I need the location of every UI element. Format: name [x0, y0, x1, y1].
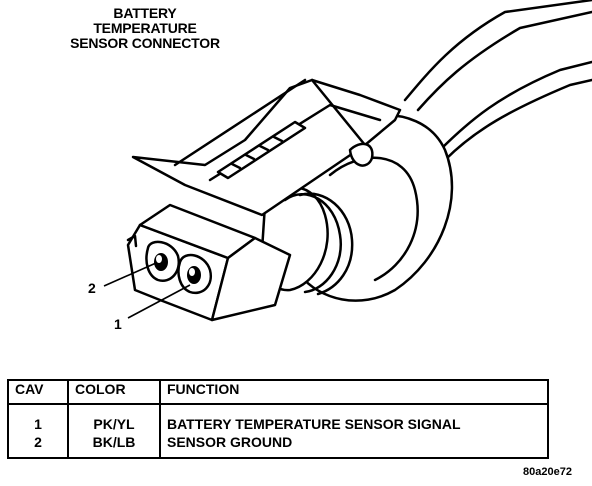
wire-1 — [403, 0, 592, 102]
leader-line-1 — [127, 284, 191, 319]
cavity-2-outline — [145, 240, 181, 283]
wire-2 — [416, 10, 592, 112]
figure-id: 80a20e72 — [523, 466, 572, 478]
color-1: PK/YL — [93, 416, 135, 432]
header-cav: CAV — [7, 379, 69, 405]
latch-slot — [216, 120, 307, 180]
leader-line-2 — [103, 262, 157, 287]
cavity-1-outline — [177, 253, 213, 295]
header-function: FUNCTION — [159, 379, 549, 405]
diagram-title: BATTERY TEMPERATURE SENSOR CONNECTOR — [20, 6, 270, 51]
wire-4 — [443, 78, 592, 162]
function-2: SENSOR GROUND — [167, 434, 293, 450]
header-color: COLOR — [67, 379, 161, 405]
wire-3 — [438, 60, 592, 152]
function-1: BATTERY TEMPERATURE SENSOR SIGNAL — [167, 416, 461, 432]
cav-1: 1 — [34, 416, 42, 432]
callout-cavity-2: 2 — [88, 280, 96, 296]
table-row: 1 2 PK/YL BK/LB BATTERY TEMPERATURE SENS… — [7, 403, 549, 459]
color-cell: PK/YL BK/LB — [67, 403, 161, 459]
color-2: BK/LB — [92, 434, 136, 450]
latch-ramp — [348, 142, 374, 167]
connector-illustration — [103, 0, 592, 322]
cav-cell: 1 2 — [7, 403, 69, 459]
connector-side-face — [210, 236, 292, 322]
title-line-1: BATTERY — [113, 5, 177, 21]
title-line-3: SENSOR CONNECTOR — [70, 35, 220, 51]
cav-2: 2 — [34, 434, 42, 450]
title-line-2: TEMPERATURE — [93, 20, 197, 36]
pinout-table: CAV COLOR FUNCTION 1 2 PK/YL BK/LB BATTE… — [7, 379, 549, 459]
table-header-row: CAV COLOR FUNCTION — [7, 379, 549, 405]
callout-cavity-1: 1 — [114, 316, 122, 332]
function-cell: BATTERY TEMPERATURE SENSOR SIGNAL SENSOR… — [159, 403, 549, 459]
